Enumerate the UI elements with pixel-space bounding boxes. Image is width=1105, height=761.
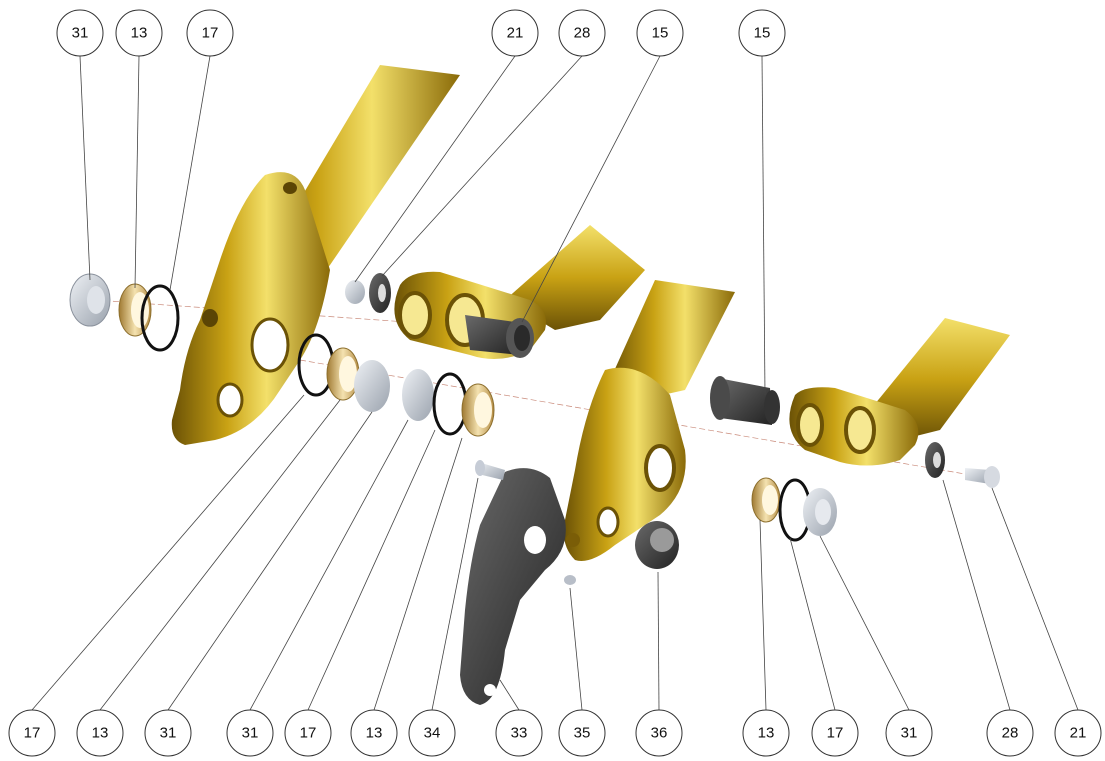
callout-top-3: 17: [186, 9, 234, 57]
callout-top-4: 21: [491, 9, 539, 57]
callout-label: 21: [1070, 725, 1087, 742]
callout-label: 13: [92, 725, 109, 742]
left-hardware: [69, 273, 180, 352]
callout-label: 28: [574, 25, 591, 42]
callout-bottom-8: 33: [495, 709, 543, 757]
callout-bottom-2: 13: [76, 709, 124, 757]
callout-top-1: 31: [56, 9, 104, 57]
callout-label: 13: [366, 725, 383, 742]
callout-bottom-1: 17: [8, 709, 56, 757]
callout-label: 15: [754, 25, 771, 42]
callout-label: 17: [202, 25, 219, 42]
callout-label: 33: [511, 725, 528, 742]
right-hardware: [751, 442, 1000, 542]
parts: [69, 65, 1010, 705]
callout-top-6: 15: [636, 9, 684, 57]
callout-label: 17: [300, 725, 317, 742]
upper-gold-link: [394, 225, 645, 359]
callout-label: 17: [827, 725, 844, 742]
callout-bottom-14: 28: [986, 709, 1034, 757]
hanger-fasteners: [475, 460, 679, 585]
leader-lines: [31, 55, 1079, 711]
callout-bottom-6: 13: [350, 709, 398, 757]
callout-top-7: 15: [738, 9, 786, 57]
callout-bottom-7: 34: [408, 709, 456, 757]
callout-label: 31: [72, 25, 89, 42]
callout-label: 13: [758, 725, 775, 742]
callout-label: 35: [574, 725, 591, 742]
callout-label: 31: [901, 725, 918, 742]
upper-bolt-washer: [345, 273, 391, 313]
callout-label: 36: [651, 725, 668, 742]
dark-hanger: [460, 468, 566, 705]
right-axle: [710, 376, 780, 425]
callouts-bottom: 17 13 31 31 17 13 34 33 35 36 13 17 31 2…: [8, 709, 1102, 757]
callout-bottom-5: 17: [284, 709, 332, 757]
callout-label: 17: [24, 725, 41, 742]
callout-label: 13: [131, 25, 148, 42]
callout-label: 21: [507, 25, 524, 42]
callout-label: 34: [424, 725, 441, 742]
callout-label: 31: [160, 725, 177, 742]
callouts-top: 31 13 17 21 28 15 15: [56, 9, 786, 57]
callout-label: 15: [652, 25, 669, 42]
callout-top-5: 28: [558, 9, 606, 57]
callout-top-2: 13: [115, 9, 163, 57]
upper-axle: [465, 315, 534, 358]
callout-bottom-9: 35: [558, 709, 606, 757]
callout-bottom-4: 31: [226, 709, 274, 757]
callout-label: 28: [1002, 725, 1019, 742]
right-gold-link: [789, 318, 1010, 466]
callout-bottom-3: 31: [144, 709, 192, 757]
callout-label: 31: [242, 725, 259, 742]
middle-hardware: [297, 333, 495, 437]
callout-bottom-11: 13: [742, 709, 790, 757]
right-gold-stay: [563, 280, 735, 561]
callout-bottom-13: 31: [885, 709, 933, 757]
left-gold-dropout: [171, 65, 460, 445]
callout-bottom-15: 21: [1054, 709, 1102, 757]
callout-bottom-10: 36: [635, 709, 683, 757]
callout-bottom-12: 17: [811, 709, 859, 757]
